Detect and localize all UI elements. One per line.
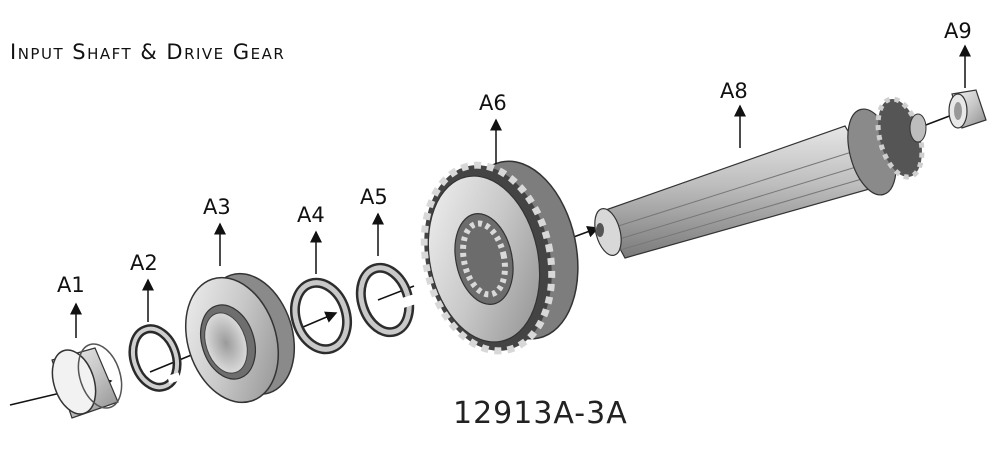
callout-label-a8: A8 xyxy=(720,79,748,103)
diagram-title: Input Shaft & Drive Gear xyxy=(10,40,286,64)
callout-label-a6: A6 xyxy=(479,91,507,115)
part-a5-snap-ring xyxy=(355,262,418,338)
part-a9-pilot-bearing xyxy=(948,89,987,129)
callout-leaders xyxy=(70,44,971,338)
callout-label-a9: A9 xyxy=(944,19,972,43)
callout-label-a3: A3 xyxy=(203,195,231,219)
part-a1-sleeve xyxy=(51,343,123,419)
part-a6-drive-gear xyxy=(420,160,579,355)
callout-label-a2: A2 xyxy=(130,251,158,275)
part-a2-snap-ring xyxy=(128,324,182,392)
part-a4-ring xyxy=(290,277,352,355)
part-a3-bearing xyxy=(184,272,296,404)
part-a8-input-shaft xyxy=(594,96,927,259)
callout-label-a5: A5 xyxy=(360,185,388,209)
callout-label-a4: A4 xyxy=(297,203,325,227)
part-number: 12913A-3A xyxy=(453,396,628,431)
callout-label-a1: A1 xyxy=(57,273,85,297)
